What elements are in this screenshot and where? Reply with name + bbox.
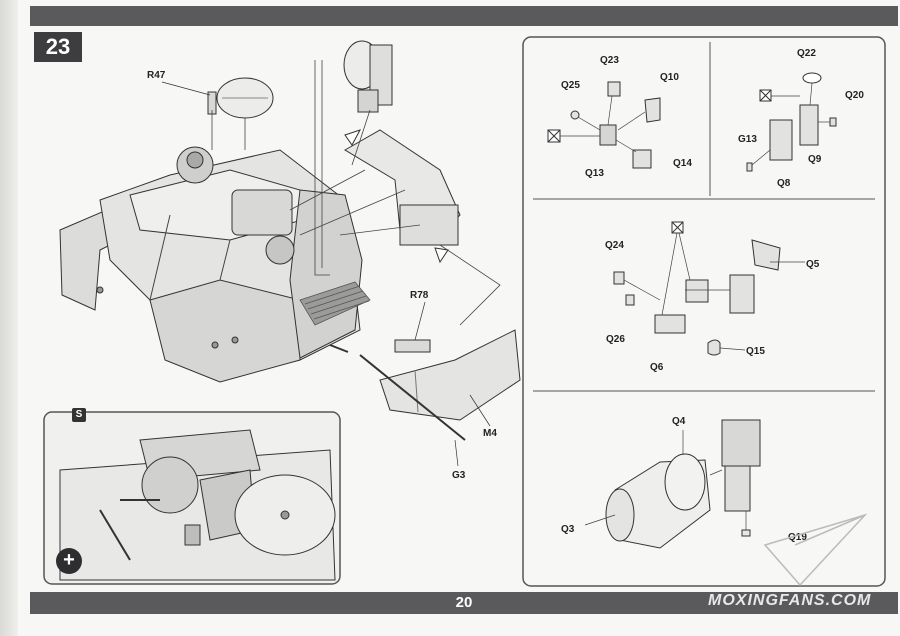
top-header-bar [30, 6, 898, 26]
label-m4: M4 [483, 428, 497, 439]
label-q26: Q26 [606, 334, 625, 345]
page-binding-edge [0, 0, 18, 636]
inset-badge: S [72, 408, 86, 422]
label-q19: Q19 [788, 532, 807, 543]
label-g13: G13 [738, 134, 757, 145]
side-panel-m4 [379, 329, 521, 421]
label-q9: Q9 [808, 154, 822, 165]
label-q14: Q14 [673, 158, 692, 169]
step-number-badge: 23 [34, 32, 82, 62]
label-q24: Q24 [605, 240, 624, 251]
dish-antenna-part [343, 40, 393, 113]
magnifier-plus-icon: + [56, 548, 82, 574]
subassembly-a-parts [547, 81, 661, 169]
label-q23: Q23 [600, 55, 619, 66]
label-q13: Q13 [585, 168, 604, 179]
stowage-box-part [344, 129, 461, 246]
main-hull-assembly [59, 146, 371, 383]
label-q20: Q20 [845, 90, 864, 101]
subassembly-d-parts [605, 419, 761, 549]
label-r78: R78 [410, 290, 429, 301]
label-q6: Q6 [650, 362, 664, 373]
label-q15: Q15 [746, 346, 765, 357]
label-q4: Q4 [672, 416, 686, 427]
subassembly-c-parts [613, 221, 781, 356]
label-q10: Q10 [660, 72, 679, 83]
hatch-part-r47 [207, 77, 274, 119]
label-q5: Q5 [806, 259, 820, 270]
subassembly-b-parts [746, 72, 837, 172]
label-q8: Q8 [777, 178, 791, 189]
label-r47: R47 [147, 70, 166, 81]
label-g3: G3 [452, 470, 466, 481]
paper-plane-logo [763, 513, 868, 587]
page-number: 20 [455, 594, 473, 611]
bottom-footer-bar: 20 [30, 592, 898, 614]
watermark-text: MOXINGFANS.COM [708, 592, 872, 609]
right-subassembly-panel [522, 36, 886, 587]
label-q25: Q25 [561, 80, 580, 91]
label-q22: Q22 [797, 48, 816, 59]
label-q3: Q3 [561, 524, 575, 535]
inset-detail-illustration [59, 429, 336, 581]
